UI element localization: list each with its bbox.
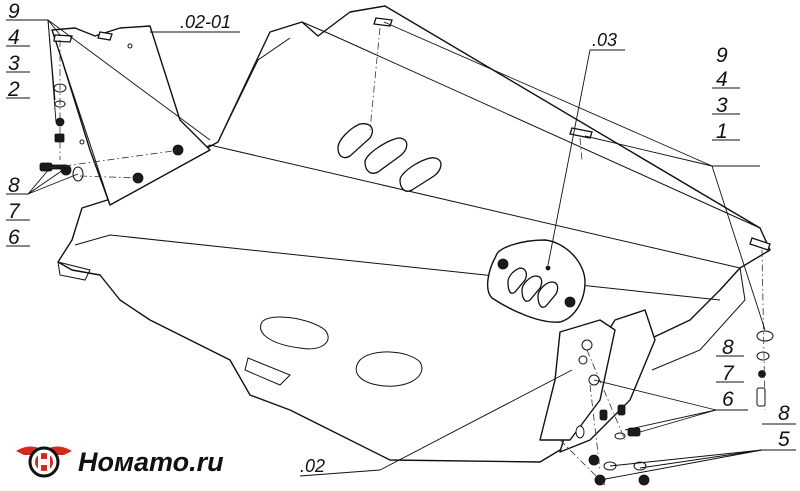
bolt-icon	[756, 387, 766, 407]
callout-right-top-2: 4	[716, 68, 728, 91]
washer-icon	[578, 355, 588, 365]
washer-icon	[79, 139, 85, 145]
washer-icon	[756, 330, 774, 342]
callout-left-top-1: 9	[8, 0, 20, 23]
callout-right-mid-2: 7	[722, 362, 735, 385]
callout-left-bottom-3: 6	[8, 226, 20, 249]
nut-icon	[564, 296, 576, 308]
hardware-left	[39, 83, 184, 184]
callout-right-bottom-1: 8	[778, 402, 790, 425]
washer-icon	[575, 425, 585, 439]
part-label-02-01: .02-01	[180, 12, 231, 32]
nut-icon	[638, 474, 650, 486]
callout-left-top-3: 3	[8, 52, 20, 75]
brand-emblem-icon	[16, 446, 72, 478]
bolt-icon	[39, 162, 53, 172]
callout-left-top-2: 4	[8, 26, 20, 49]
nut-icon	[758, 370, 766, 378]
brand-logo: Номато.ru	[16, 446, 224, 478]
callout-labels: 9 4 3 2 8 7 6 .02-01 .03 .02 9 4 3 1 8 7…	[7, 0, 790, 476]
small-cover-plate	[486, 239, 586, 323]
callout-right-top-1: 9	[716, 44, 728, 67]
brand-logo-text: Номато.ru	[78, 447, 224, 477]
hardware-right	[575, 330, 774, 486]
leader-lines	[6, 19, 796, 481]
callout-right-bottom-2: 5	[778, 428, 790, 451]
nut-icon	[172, 144, 184, 156]
part-label-03: .03	[592, 30, 617, 50]
callout-right-top-3: 3	[716, 94, 728, 117]
bolt-head-icon	[545, 265, 551, 271]
nut-icon	[588, 454, 600, 466]
centre-lines	[49, 27, 766, 486]
washer-icon	[581, 339, 593, 351]
bolt-icon	[599, 409, 608, 421]
nut-icon	[60, 164, 72, 176]
callout-right-mid-3: 6	[722, 388, 734, 411]
washer-icon	[756, 351, 770, 361]
callout-left-top-4: 2	[7, 78, 20, 101]
right-side-bracket	[539, 319, 616, 441]
nut-icon	[497, 258, 509, 270]
bolt-icon	[54, 133, 65, 143]
callout-right-top-4: 1	[716, 120, 728, 143]
callout-left-bottom-2: 7	[8, 200, 21, 223]
bolt-icon	[617, 404, 626, 416]
callout-right-mid-1: 8	[722, 336, 734, 359]
left-side-bracket	[51, 25, 211, 206]
callout-left-bottom-1: 8	[8, 174, 20, 197]
part-label-02: .02	[300, 456, 325, 476]
